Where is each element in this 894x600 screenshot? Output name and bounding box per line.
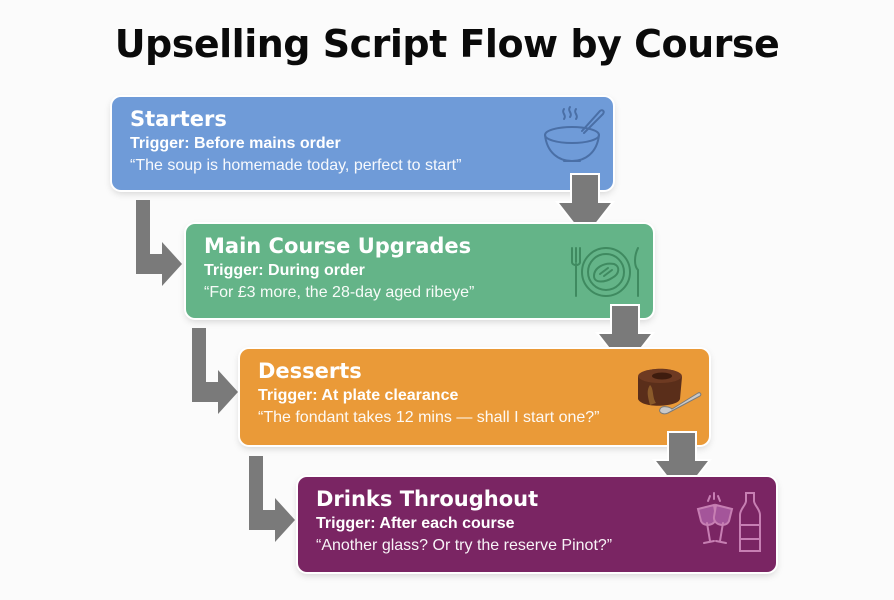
elbow-arrow-icon xyxy=(136,200,182,286)
down-arrow-icon xyxy=(555,173,615,240)
soup-bowl-icon xyxy=(544,106,605,163)
chocolate-fondant-spoon-icon xyxy=(638,368,702,415)
elbow-arrow-icon xyxy=(249,456,295,542)
plate-steak-cutlery-icon xyxy=(571,247,639,297)
wine-glasses-bottle-icon xyxy=(696,492,761,552)
step-heading: Starters xyxy=(130,107,227,131)
step-quote: “For £3 more, the 28-day aged ribeye” xyxy=(204,284,475,301)
page-title: Upselling Script Flow by Course xyxy=(114,22,780,66)
step-heading: Main Course Upgrades xyxy=(204,234,472,258)
step-trigger: Trigger: During order xyxy=(204,262,365,279)
step-card-starters: Starters Trigger: Before mains order “Th… xyxy=(112,97,613,190)
step-quote: “The fondant takes 12 mins — shall I sta… xyxy=(258,409,600,426)
step-card-drinks: Drinks Throughout Trigger: After each co… xyxy=(298,477,776,572)
elbow-arrow-icon xyxy=(192,328,238,414)
step-quote: “The soup is homemade today, perfect to … xyxy=(130,157,462,174)
step-card-desserts: Desserts Trigger: At plate clearance “Th… xyxy=(240,349,709,445)
step-card-main-course: Main Course Upgrades Trigger: During ord… xyxy=(186,224,653,318)
step-trigger: Trigger: At plate clearance xyxy=(258,387,459,404)
step-trigger: Trigger: Before mains order xyxy=(130,135,341,152)
step-trigger: Trigger: After each course xyxy=(316,515,515,532)
step-quote: “Another glass? Or try the reserve Pinot… xyxy=(316,537,613,554)
step-heading: Drinks Throughout xyxy=(316,487,539,511)
step-heading: Desserts xyxy=(258,359,362,383)
